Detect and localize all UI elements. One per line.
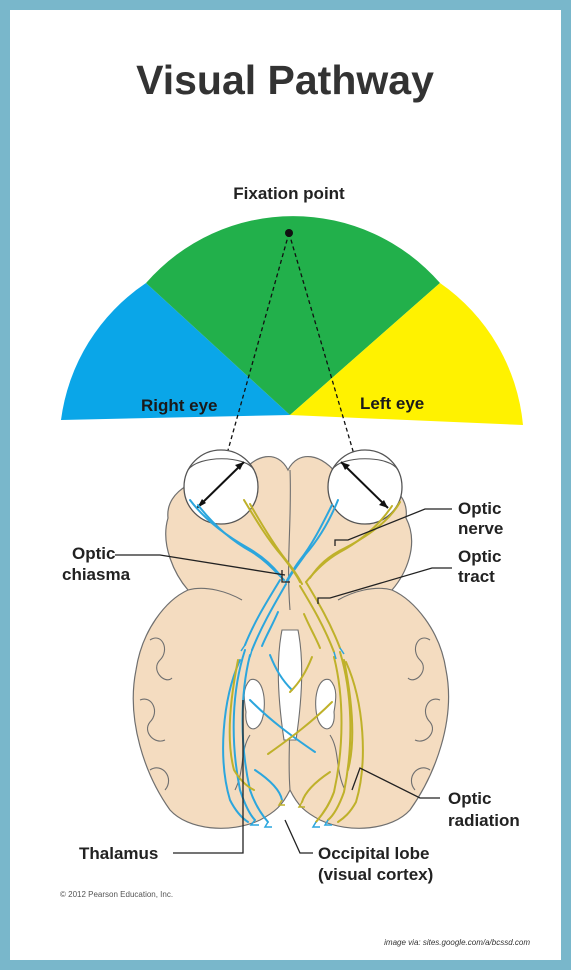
copyright-text: © 2012 Pearson Education, Inc. [60,890,173,899]
left-eye-label: Left eye [360,394,424,413]
optic-chiasma-label: Optic [72,544,115,563]
optic-radiation-label: Optic [448,789,491,808]
occipital-lobe-label: Occipital lobe [318,844,429,863]
left-eye-field [290,283,523,425]
structure-labels: Optic nerve Optic chiasma Optic tract Op… [62,499,520,884]
lines-of-sight [222,232,359,469]
visual-field: Right eye Left eye [61,216,523,490]
right-eye-label: Right eye [141,396,218,415]
thalamus-label: Thalamus [79,844,158,863]
optic-tract-label: Optic [458,547,501,566]
page-title: Visual Pathway [136,57,434,103]
brain [132,455,450,829]
optic-nerve-label-2: nerve [458,519,503,538]
optic-chiasma-label-2: chiasma [62,565,131,584]
visual-pathway-diagram: Visual Pathway Right eye Left eye Fixati… [60,57,530,947]
poster-frame: Visual Pathway Right eye Left eye Fixati… [10,10,561,960]
left-eyeball [327,449,403,525]
optic-radiation-label-2: radiation [448,811,520,830]
yellow-pathway [228,499,401,823]
fixation-point-label: Fixation point [233,184,345,203]
occipital-lobe-label-2: (visual cortex) [318,865,433,884]
blue-pathway [189,499,339,823]
image-credit: image via: sites.google.com/a/bcssd.com [384,938,530,947]
binocular-field [146,216,440,415]
optic-tract-label-2: tract [458,567,495,586]
right-eyeball [183,449,259,525]
right-ventricle [315,678,337,730]
optic-nerve-label: Optic [458,499,501,518]
midline-cavity [277,629,303,741]
right-eye-field [61,283,290,420]
synapse-marks [240,644,345,828]
leader-lines [115,508,452,854]
